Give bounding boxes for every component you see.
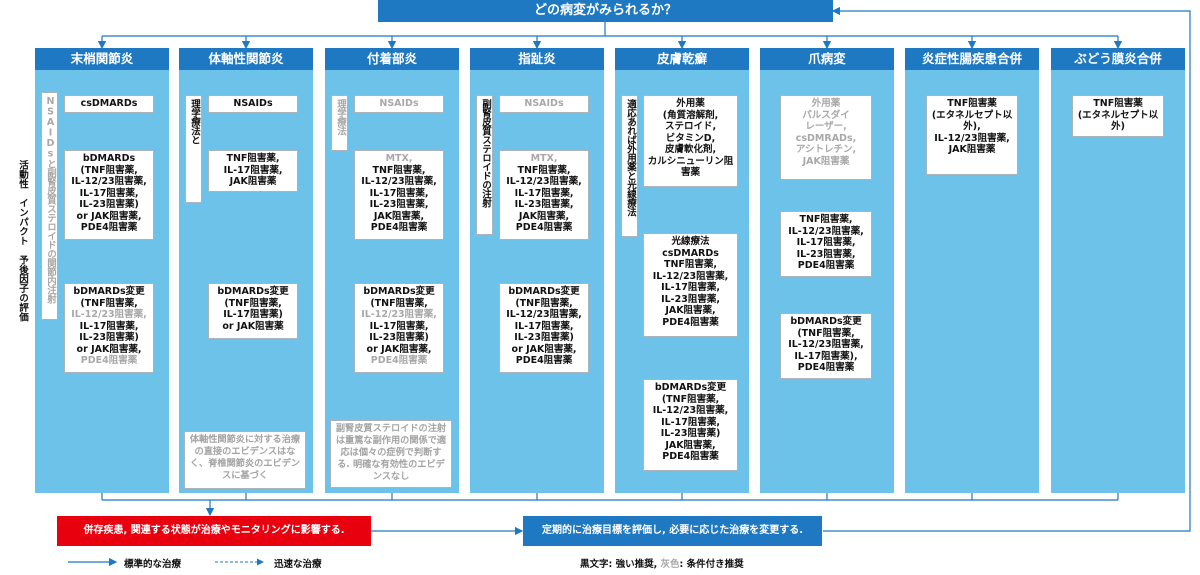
- column-header: 皮膚乾癬: [615, 48, 749, 70]
- c3-bdmards-switch-box: bDMARDs変更 (TNF阻害薬, IL-12/23阻害薬, IL-17阻害薬…: [354, 283, 444, 373]
- c3-b3-line-grey: PDE4阻害薬: [370, 355, 428, 366]
- c3-b3-line-grey: IL-12/23阻害薬,: [361, 309, 437, 320]
- c3-b3-line: IL-17阻害薬,: [369, 320, 429, 332]
- legend-grey-key: 灰色: [660, 559, 680, 570]
- column-header: 炎症性腸疾患合併: [905, 48, 1039, 70]
- c2-evidence-note: 体軸性関節炎に対する治療の直接のエビデンスはなく、脊椎関節炎のエビデンスに基づく: [184, 431, 306, 489]
- c5-bdmards-switch-box: bDMARDs変更 (TNF阻害薬, IL-12/23阻害薬, IL-17阻害薬…: [643, 379, 738, 471]
- column-header: 末梢関節炎: [35, 48, 169, 70]
- reassess-banner: 定期的に治療目標を評価し, 必要に応じた治療を変更する.: [523, 516, 822, 546]
- c1-b3-line: (TNF阻害薬,: [80, 297, 138, 309]
- legend-color-key: 黒文字: 強い推奨, 灰色: 条件付き推奨: [580, 556, 744, 570]
- column-header: 付着部炎: [325, 48, 459, 70]
- c5-vertical-box: 適応あれば外用薬と光線療法: [621, 95, 638, 237]
- column-header: 爪病変: [760, 48, 894, 70]
- c4-biologics-text: TNF阻害薬, IL-12/23阻害薬, IL-17阻害薬, IL-23阻害薬,…: [506, 164, 582, 234]
- c3-steroid-note: 副腎皮質ステロイドの注射は重篤な副作用の関係で適応は個々の症例で判断する. 明確…: [330, 420, 452, 488]
- c1-b3-line-grey: IL-12/23阻害薬,: [71, 309, 147, 320]
- c3-nsaids-box: NSAIDs: [354, 95, 444, 113]
- c4-vertical-box: 副腎皮質ステロイドの注射: [476, 95, 493, 235]
- c3-b3-line: IL-23阻害薬): [369, 332, 429, 343]
- c1-b3-line: IL-23阻害薬): [79, 332, 139, 343]
- c1-bdmards-switch-box: bDMARDs変更 (TNF阻害薬, IL-12/23阻害薬, IL-17阻害薬…: [64, 283, 154, 373]
- c1-b3-line: bDMARDs変更: [73, 286, 145, 297]
- c1-b3-line: IL-17阻害薬,: [79, 320, 139, 332]
- legend-standard-label: 標準的な治療: [124, 559, 182, 570]
- c3-biologics-box: MTX, TNF阻害薬, IL-12/23阻害薬, IL-17阻害薬, IL-2…: [354, 150, 444, 240]
- c4-mtx-text: MTX,: [530, 153, 558, 164]
- column-header: 体軸性関節炎: [179, 48, 313, 70]
- c2-nsaids-box: NSAIDs: [208, 95, 298, 113]
- c1-bdmards-box: bDMARDs (TNF阻害薬, IL-12/23阻害薬, IL-17阻害薬, …: [64, 150, 154, 240]
- c1-b3-line-grey: PDE4阻害薬: [80, 355, 138, 366]
- c3-b3-line: (TNF阻害薬,: [370, 297, 428, 309]
- c1-csdmards-box: csDMARDs: [64, 95, 154, 113]
- c6-topical-box: 外用薬 パルスダイ レーザー, csDMRADs, アシトレチン, JAK阻害薬: [780, 95, 872, 180]
- c1-vertical-box: NSAIDsと副腎皮質ステロイドの関節内注射: [41, 92, 58, 320]
- c1-b3-line: or JAK阻害薬,: [76, 343, 142, 355]
- c3-mtx-text: MTX,: [385, 153, 413, 164]
- legend-black-key: 黒文字: 強い推奨,: [580, 559, 658, 570]
- c3-biologics-text: TNF阻害薬, IL-12/23阻害薬, IL-17阻害薬, IL-23阻害薬,…: [361, 164, 437, 234]
- c3-vertical-box: 理学療法: [331, 95, 348, 151]
- c6-bdmards-switch-box: bDMARDs変更 (TNF阻害薬, IL-12/23阻害薬, IL-17阻害薬…: [780, 313, 872, 379]
- c5-topical-box: 外用薬 (角質溶解剤, ステロイド, ビタミンD, 皮膚軟化剤, カルシニューリ…: [643, 95, 738, 187]
- legend-grey-key-rest: : 条件付き推奨: [679, 559, 744, 570]
- column-header: ぶどう膜炎合併: [1051, 48, 1185, 70]
- comorbidity-banner: 併存疾患, 関連する状態が治療やモニタリングに影響する.: [57, 516, 371, 546]
- c8-tnf-box: TNF阻害薬 (エタネルセプト以外): [1072, 95, 1164, 137]
- c4-bdmards-switch-box: bDMARDs変更 (TNF阻害薬, IL-12/23阻害薬, IL-17阻害薬…: [499, 283, 589, 373]
- c3-b3-line: or JAK阻害薬,: [366, 343, 432, 355]
- c5-phototherapy-box: 光線療法 csDMARDs TNF阻害薬, IL-12/23阻害薬, IL-17…: [643, 233, 738, 337]
- question-banner: どの病変がみられるか？: [378, 0, 833, 22]
- c4-biologics-box: MTX, TNF阻害薬, IL-12/23阻害薬, IL-17阻害薬, IL-2…: [499, 150, 589, 240]
- legend-rapid-label: 迅速な治療: [274, 559, 322, 570]
- column-header: 指趾炎: [470, 48, 604, 70]
- c2-biologics-box: TNF阻害薬, IL-17阻害薬, JAK阻害薬: [208, 150, 298, 192]
- c7-tnf-box: TNF阻害薬 (エタネルセプト以外), IL-12/23阻害薬, JAK阻害薬: [926, 95, 1018, 175]
- c3-b3-line: bDMARDs変更: [363, 286, 435, 297]
- c6-biologics-box: TNF阻害薬, IL-12/23阻害薬, IL-17阻害薬, IL-23阻害薬,…: [780, 211, 872, 277]
- assessment-side-label: 活動性 インパクト 予後因子の評価: [17, 160, 28, 322]
- c2-bdmards-switch-box: bDMARDs変更 (TNF阻害薬, IL-17阻害薬) or JAK阻害薬: [208, 283, 298, 339]
- c4-nsaids-box: NSAIDs: [499, 95, 589, 113]
